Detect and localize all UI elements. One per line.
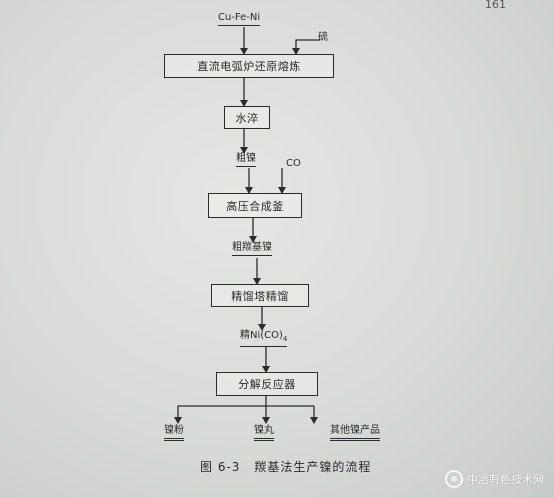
refined-carbonyl-label: 精Ni(CO)4 (240, 330, 288, 347)
product-nickel-powder: 镍粉 (164, 425, 184, 441)
refined-carbonyl-text: 精Ni(CO) (240, 330, 283, 341)
watermark-logo-icon (445, 470, 463, 488)
watermark: 中冶有色技术网 (445, 470, 544, 488)
step-distillation-column: 精馏塔精馏 (211, 284, 309, 307)
step-decomposition-reactor: 分解反应器 (216, 372, 318, 396)
refined-carbonyl-subscript: 4 (282, 335, 288, 343)
product-nickel-pellet: 镍丸 (254, 425, 274, 441)
step-arc-furnace-smelting: 直流电弧炉还原熔炼 (164, 54, 334, 78)
sulfur-label: 硫 (318, 32, 328, 43)
crude-nickel-label: 粗镍 (236, 153, 256, 167)
page-number: 161 (485, 0, 506, 11)
co-label: CO (286, 158, 301, 169)
feed-label: Cu-Fe-Ni (218, 12, 261, 26)
crude-carbonyl-label: 粗羰基镍 (232, 242, 272, 256)
arrow-sulfur-to-furnace (292, 39, 320, 55)
step-water-quench: 水淬 (224, 106, 270, 129)
product-other-nickel: 其他镍产品 (330, 425, 380, 441)
step-high-pressure-reactor: 高压合成釜 (208, 193, 302, 218)
watermark-text: 中冶有色技术网 (467, 473, 544, 486)
figure-number: 图 6-3 (200, 460, 241, 474)
figure-caption: 图 6-3 羰基法生产镍的流程 (200, 458, 371, 475)
figure-title: 羰基法生产镍的流程 (254, 460, 372, 474)
